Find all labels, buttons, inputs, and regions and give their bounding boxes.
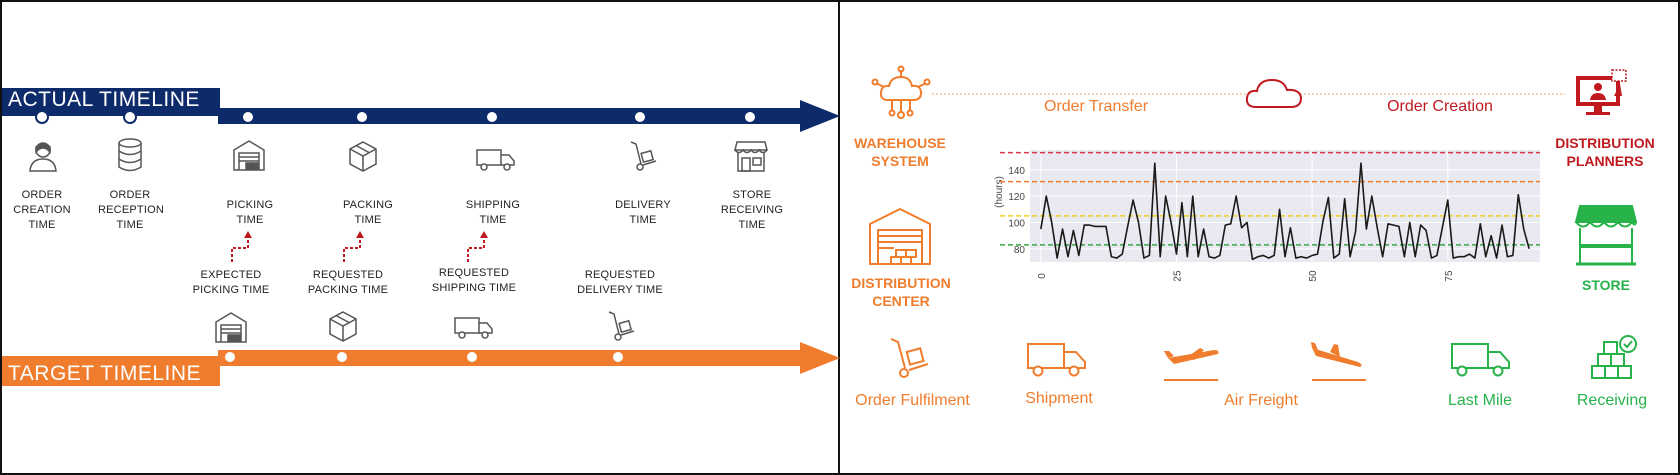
milestone-label-store-receiving: STORE RECEIVING TIME bbox=[720, 189, 784, 231]
actual-timeline-nodes bbox=[35, 110, 757, 364]
order-creation-label: Order Creation bbox=[1387, 98, 1493, 115]
person-icon bbox=[29, 142, 57, 172]
truck-icon bbox=[1027, 343, 1086, 377]
store-icon bbox=[734, 141, 768, 172]
target-timeline-arrow bbox=[2, 342, 840, 386]
store-label: STORE bbox=[1582, 277, 1630, 293]
milestone-label-shipping: SHIPPING TIME bbox=[465, 199, 521, 226]
milestone-label-packing: PACKING TIME bbox=[342, 199, 394, 226]
y-tick-label: 100 bbox=[1008, 218, 1025, 229]
milestone-label-picking: PICKING TIME bbox=[226, 199, 274, 226]
milestone-label-order-creation: ORDER CREATION TIME bbox=[13, 189, 71, 231]
box-icon bbox=[349, 141, 377, 172]
plane-takeoff-icon bbox=[1164, 348, 1219, 381]
milestone-label-order-reception: ORDER RECEPTION TIME bbox=[98, 189, 164, 231]
truck-icon bbox=[476, 149, 515, 171]
y-axis-label: (hours) bbox=[994, 176, 1005, 208]
requested-label-shipping: REQUESTED SHIPPING TIME bbox=[431, 267, 517, 294]
series-line bbox=[1040, 162, 1530, 261]
box-icon bbox=[329, 311, 357, 342]
cloud-icon bbox=[1245, 78, 1303, 108]
y-tick-label: 80 bbox=[1014, 245, 1026, 256]
store-icon bbox=[1574, 205, 1638, 266]
requested-label-picking: EXPECTED PICKING TIME bbox=[192, 269, 270, 296]
plot-area bbox=[1030, 150, 1540, 262]
stage-label-air-freight: Air Freight bbox=[1224, 392, 1298, 409]
x-tick-label: 25 bbox=[1172, 270, 1183, 282]
x-tick-label: 50 bbox=[1308, 270, 1319, 282]
database-icon bbox=[118, 138, 142, 172]
hand-truck-icon bbox=[890, 338, 929, 378]
actual-timeline-title: ACTUAL TIMELINE bbox=[8, 88, 200, 111]
y-tick-label: 140 bbox=[1008, 166, 1025, 177]
transit-time-chart: 80 100 120 140 0 25 50 75 (hours) bbox=[994, 150, 1540, 282]
warehouse-system-label: WAREHOUSE SYSTEM bbox=[854, 135, 946, 169]
target-timeline-title: TARGET TIMELINE bbox=[8, 362, 202, 385]
distribution-planners-label: DISTRIBUTION PLANNERS bbox=[1555, 135, 1655, 169]
x-tick-label: 0 bbox=[1037, 273, 1048, 279]
warehouse-icon bbox=[215, 312, 247, 343]
cloud-network-icon bbox=[871, 65, 931, 119]
order-transfer-label: Order Transfer bbox=[1043, 98, 1149, 115]
panel-divider bbox=[838, 0, 840, 475]
computer-user-icon bbox=[1576, 69, 1627, 115]
truck-icon bbox=[1451, 343, 1510, 377]
distribution-center-icon bbox=[869, 207, 931, 265]
stage-label-receiving: Receiving bbox=[1576, 392, 1648, 409]
warehouse-icon bbox=[233, 140, 265, 171]
stage-label-shipment: Shipment bbox=[1025, 390, 1093, 407]
plane-landing-icon bbox=[1311, 342, 1366, 381]
stage-label-last-mile: Last Mile bbox=[1447, 392, 1513, 409]
requested-label-packing: REQUESTED PACKING TIME bbox=[307, 269, 389, 296]
y-tick-label: 120 bbox=[1008, 192, 1025, 203]
stage-label-order-fulfilment: Order Fulfilment bbox=[855, 392, 970, 409]
hand-truck-icon bbox=[630, 141, 657, 171]
milestone-label-delivery: DELIVERY TIME bbox=[615, 199, 671, 226]
x-tick-label: 75 bbox=[1444, 270, 1455, 282]
boxes-check-icon bbox=[1591, 335, 1637, 379]
truck-icon bbox=[454, 317, 493, 339]
hand-truck-icon bbox=[608, 311, 635, 341]
distribution-center-label: DISTRIBUTION CENTER bbox=[851, 275, 951, 309]
requested-time-arrows bbox=[231, 231, 488, 262]
requested-label-delivery: REQUESTED DELIVERY TIME bbox=[577, 269, 663, 296]
